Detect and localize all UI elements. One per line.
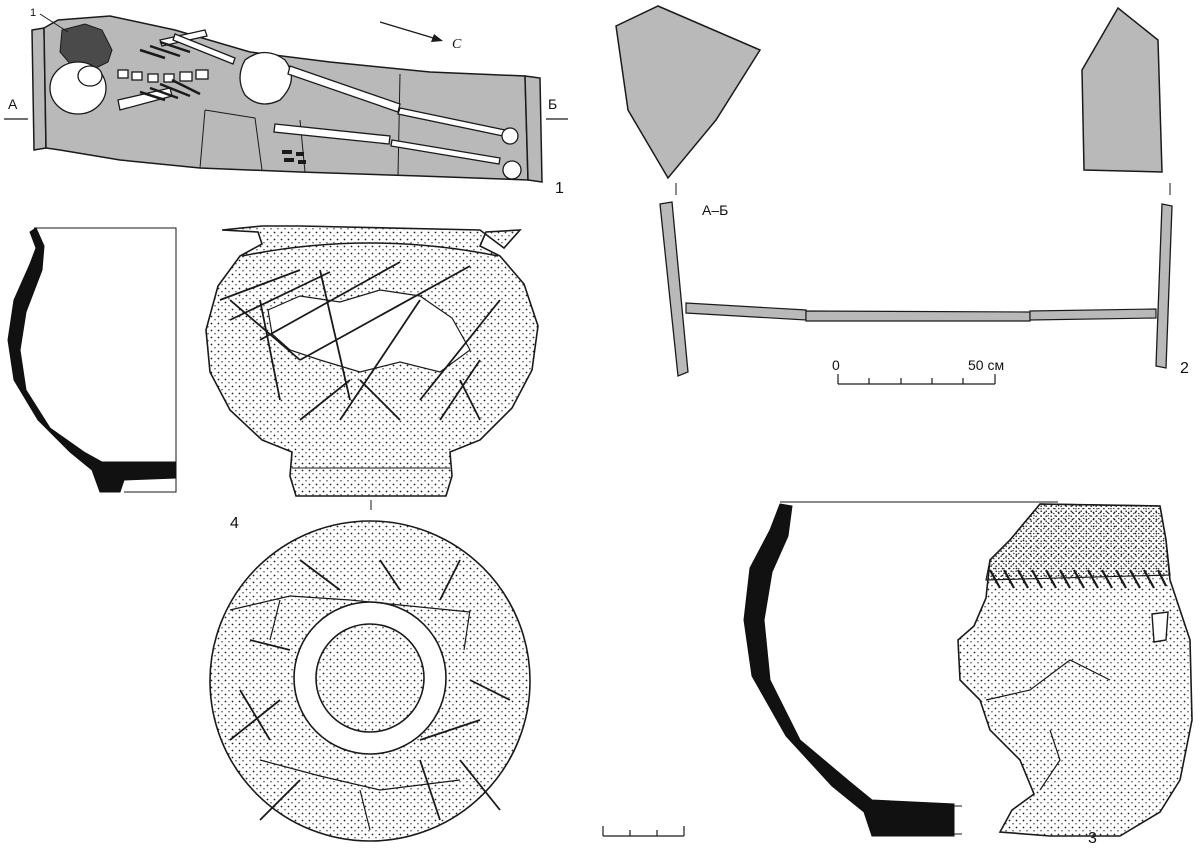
- foot-bones: [502, 160, 522, 180]
- forearm: [172, 33, 236, 65]
- section-floor-slab: [1029, 308, 1157, 321]
- femur: [273, 123, 391, 145]
- vessel-3-notched-band: [989, 569, 1167, 589]
- vessel-4-incisions: [219, 261, 501, 421]
- vessel-3-fragment: [957, 503, 1193, 837]
- vertebra: [131, 71, 143, 81]
- section-floor-slab: [685, 302, 807, 321]
- vessel-3-break-line: [985, 659, 1111, 791]
- figure-number-3: 3: [1088, 830, 1097, 847]
- vertebra: [195, 69, 209, 80]
- section-wall-left: [659, 201, 689, 377]
- cist-section: А–Б 0 50 см 2: [615, 5, 1189, 385]
- vessel-3-profile-section: [743, 503, 955, 837]
- ribs: [139, 40, 201, 102]
- section-label: А–Б: [702, 202, 728, 218]
- vessel-4: 4: [7, 225, 539, 842]
- vessel-4-base-center: [315, 623, 425, 733]
- vessel-4-bottom-incisions: [229, 559, 511, 821]
- jaw: [77, 65, 103, 87]
- scale-end-label: 50 см: [968, 357, 1004, 373]
- skeleton: [49, 29, 522, 180]
- slab-face-left: [615, 5, 762, 180]
- section-label-a: А: [8, 96, 18, 112]
- vertebra: [117, 69, 129, 79]
- vessel-4-break: [267, 289, 471, 373]
- scale-start-label: 0: [832, 357, 840, 373]
- slab-seam: [199, 73, 401, 177]
- callout-leader: [39, 13, 69, 33]
- figure-number-1: 1: [555, 180, 564, 197]
- vessel-3-scale-bar: [602, 826, 685, 837]
- foot-bones: [501, 127, 519, 145]
- vertebra: [163, 73, 175, 83]
- vessel-4-rim: [241, 242, 499, 257]
- vessel-3-base-line: [954, 805, 962, 835]
- pelvis: [239, 51, 292, 105]
- section-wall-right: [1155, 203, 1173, 369]
- slab-face-right: [1081, 6, 1163, 173]
- small-finds: [282, 150, 306, 164]
- figure-number-2: 2: [1180, 360, 1189, 377]
- north-arrow: [379, 21, 441, 41]
- section-label-b: Б: [548, 96, 557, 112]
- vessel-4-profile-section: [7, 227, 177, 493]
- vessel-4-profile-frame: [34, 227, 177, 493]
- vessel-3: 3: [602, 501, 1193, 847]
- vertebra: [147, 73, 159, 83]
- dark-soil-patch: [59, 23, 113, 71]
- vessel-3-lug: [1151, 611, 1169, 643]
- north-label: С: [452, 37, 462, 52]
- vessel-4-bottom-cracks: [229, 595, 471, 831]
- tibia: [390, 139, 501, 165]
- callout-number: 1: [30, 7, 36, 19]
- vertebra: [179, 71, 193, 82]
- section-floor-slab: [805, 310, 1031, 322]
- north-arrow-head: [431, 34, 443, 42]
- figure-number-4: 4: [230, 515, 239, 532]
- cist-slab-right: [524, 75, 543, 183]
- burial-plan: 1 А Б: [4, 7, 568, 197]
- scale-bar: [837, 374, 996, 385]
- vessel-3-neck-zone: [985, 503, 1171, 581]
